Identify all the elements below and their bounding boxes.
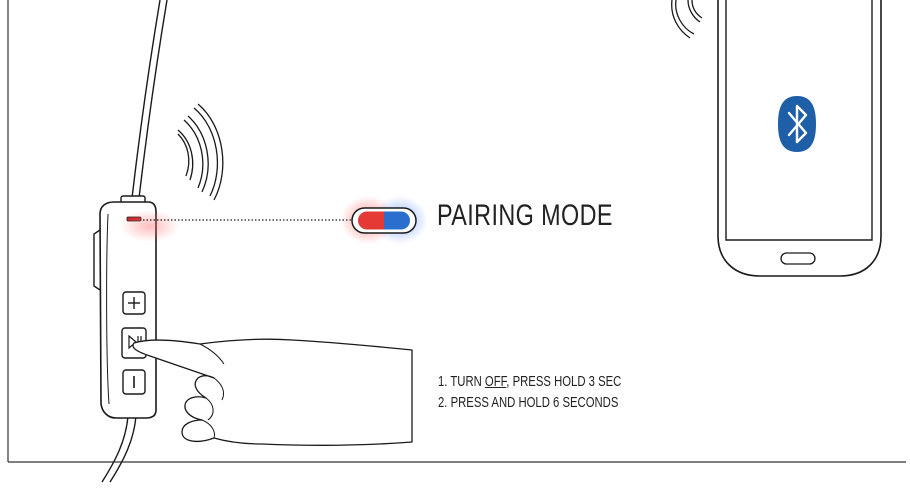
instructions: 1. TURN OFF, PRESS HOLD 3 SEC 2. PRESS A… xyxy=(438,372,673,414)
minus-icon xyxy=(123,370,145,394)
hand-illustration xyxy=(133,339,412,445)
bluetooth-icon xyxy=(778,96,816,152)
wireless-signal-icon xyxy=(178,104,223,200)
step-1-emphasis: OFF xyxy=(485,374,506,390)
step-1-prefix: 1. TURN xyxy=(438,374,485,390)
phone-signal-icon xyxy=(672,0,702,38)
led-indicator xyxy=(340,196,428,244)
phone-home-button xyxy=(781,253,815,264)
step-1-suffix: , PRESS HOLD 3 SEC xyxy=(506,374,621,390)
pairing-mode-title: PAIRING MODE xyxy=(437,199,613,233)
step-2: 2. PRESS AND HOLD 6 SECONDS xyxy=(438,393,621,414)
plus-icon xyxy=(123,292,145,314)
step-1: 1. TURN OFF, PRESS HOLD 3 SEC xyxy=(438,372,621,393)
